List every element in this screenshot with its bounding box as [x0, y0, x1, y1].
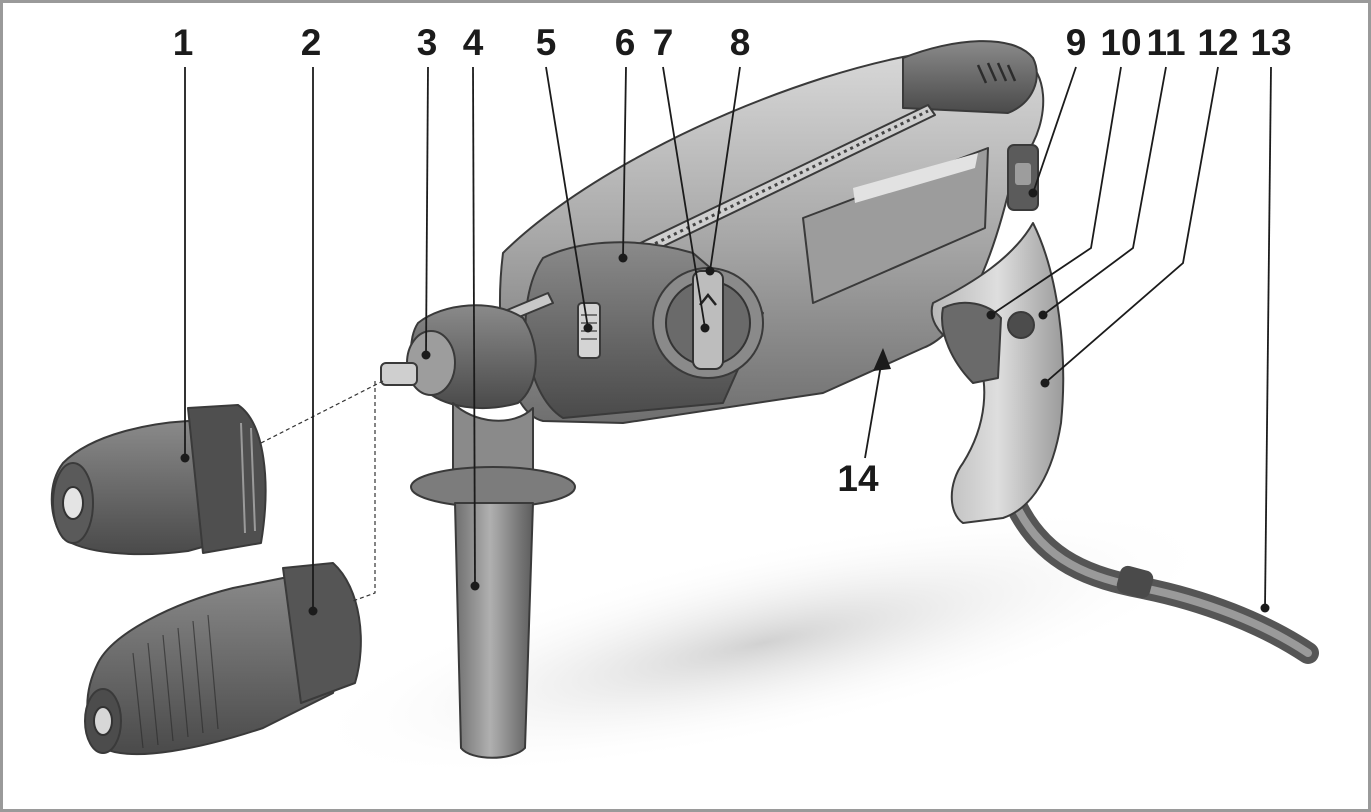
leader-lock-on-button [1042, 66, 1167, 316]
callout-tool-holder: 3 [417, 22, 438, 63]
leader-dot-keyless-chuck [308, 606, 318, 616]
leader-handle-grip [1044, 66, 1219, 384]
leader-dot-mode-selector-lock-button [700, 323, 710, 333]
leader-dot-rotation-direction-switch [1028, 188, 1038, 198]
callout-auxiliary-handle: 4 [463, 22, 484, 63]
leader-mode-selector-switch [709, 66, 741, 272]
leader-dot-depth-stop [618, 253, 628, 263]
leader-dot-tool-holder [421, 350, 431, 360]
floor-shadow [302, 508, 1224, 778]
leader-dot-depth-stop-release-button [583, 323, 593, 333]
callout-rotation-direction-switch: 9 [1066, 22, 1087, 63]
callout-on-off-switch: 10 [1100, 22, 1141, 63]
leader-dot-mode-selector-switch [705, 266, 715, 276]
leader-tool-holder [425, 66, 429, 356]
callout-depth-stop: 6 [615, 22, 636, 63]
leader-depth-stop [622, 66, 627, 259]
leader-dot-handle-grip [1040, 378, 1050, 388]
callout-keyless-chuck: 2 [301, 22, 322, 63]
leader-dot-auxiliary-handle [470, 581, 480, 591]
leader-arrow-dust-extraction-mount [873, 348, 891, 371]
callout-depth-stop-release-button: 5 [536, 22, 557, 63]
callout-handle-grip: 12 [1197, 22, 1238, 63]
callout-lock-on-button: 11 [1146, 22, 1185, 63]
keyless-chuck-shape [84, 562, 362, 756]
auxiliary-handle-shape [452, 402, 534, 474]
leader-dot-lock-on-button [1038, 310, 1048, 320]
callout-quick-change-chuck: 1 [173, 22, 194, 63]
quick-change-chuck-shape [50, 404, 267, 556]
leader-lines [180, 66, 1272, 616]
callout-power-cord: 13 [1250, 22, 1291, 63]
leader-on-off-switch [990, 66, 1122, 316]
callout-mode-selector-lock-button: 7 [653, 22, 674, 63]
callout-mode-selector-switch: 8 [730, 22, 751, 63]
callout-dust-extraction-mount: 14 [837, 458, 879, 499]
leader-dust-extraction-mount [864, 352, 884, 459]
leader-rotation-direction-switch [1032, 66, 1077, 194]
leader-auxiliary-handle [472, 66, 476, 587]
leader-power-cord [1264, 66, 1272, 609]
leader-depth-stop-release-button [545, 66, 589, 329]
leader-dot-quick-change-chuck [180, 453, 190, 463]
leader-dot-on-off-switch [986, 310, 996, 320]
leader-mode-selector-lock-button [662, 66, 706, 329]
leader-dot-power-cord [1260, 603, 1270, 613]
